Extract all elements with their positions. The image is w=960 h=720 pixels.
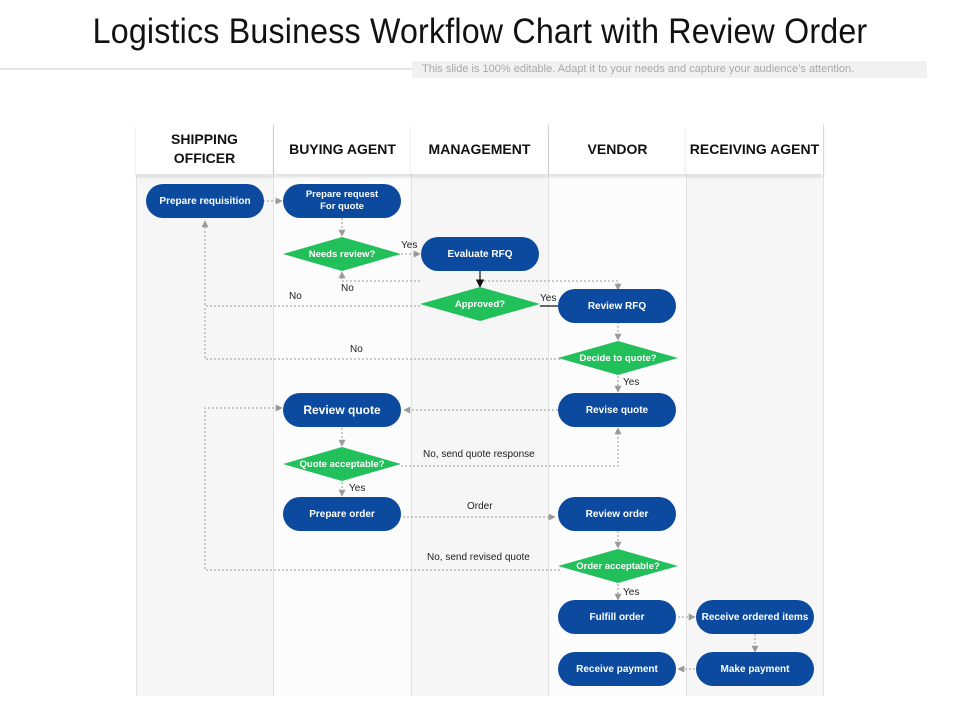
decision-order-acceptable: Order acceptable? [576,560,660,572]
node-revise-quote: Revise quote [558,393,676,427]
edge-approved-no-to-requisition [201,220,420,307]
lane-divider [273,124,274,696]
decision-needs-review-shape [283,237,401,271]
edge-quote-no [401,427,622,467]
edge-label-approved-yes: Yes [540,293,557,304]
decision-decide-to-quote: Decide to quote? [579,352,657,364]
lane-header-management: MANAGEMENT [411,124,548,174]
edge-order-no [204,404,560,571]
node-prepare-order: Prepare order [283,497,401,531]
lane-header-shipping-officer: SHIPPING OFFICER [136,124,273,174]
decision-decide-to-quote-shape [558,341,678,375]
node-receive-payment: Receive payment [558,652,676,686]
lane-header-buying-agent: BUYING AGENT [274,124,411,174]
decision-needs-review: Needs review? [308,248,376,260]
node-prepare-request: Prepare request For quote [283,184,401,218]
node-review-quote: Review quote [283,393,401,427]
node-fulfill-order: Fulfill order [558,600,676,634]
lane-header-vendor: VENDOR [549,124,686,174]
edge-label-quote-no: No, send quote response [423,449,535,460]
decision-approved: Approved? [454,298,506,310]
edge-approved-no-back [338,271,420,282]
edge-label-decide-no: No [350,344,363,355]
decision-approved-shape [420,287,540,321]
node-make-payment: Make payment [696,652,814,686]
node-review-rfq: Review RFQ [558,289,676,323]
edge-label-order-no: No, send revised quote [427,552,530,563]
edge-label-needs-review-no: No [341,283,354,294]
edge-label-quote-yes: Yes [349,483,366,494]
node-receive-ordered-items: Receive ordered items [696,600,814,634]
node-evaluate-rfq: Evaluate RFQ [421,237,539,271]
node-prepare-requisition: Prepare requisition [146,184,264,218]
edge-label-needs-review-yes: Yes [401,240,418,251]
edge-label-approved-no: No [289,291,302,302]
edge-label-decide-yes: Yes [623,377,640,388]
lane-divider [686,124,687,696]
lane-header-receiving-agent: RECEIVING AGENT [686,124,823,174]
decision-quote-acceptable-shape [283,447,401,481]
node-review-order: Review order [558,497,676,531]
subtitle: This slide is 100% editable. Adapt it to… [412,61,927,78]
edge-decide-no [204,306,560,360]
edge-label-order-yes: Yes [623,587,640,598]
lane-divider [136,124,137,696]
title-rule [0,68,412,70]
lane-divider [411,124,412,696]
edge-to-review-rfq [480,280,622,291]
decision-order-acceptable-shape [558,549,678,583]
edge-label-order: Order [467,501,493,512]
decision-quote-acceptable: Quote acceptable? [299,458,385,470]
page-title: Logistics Business Workflow Chart with R… [92,12,868,51]
lane-divider [823,124,824,696]
